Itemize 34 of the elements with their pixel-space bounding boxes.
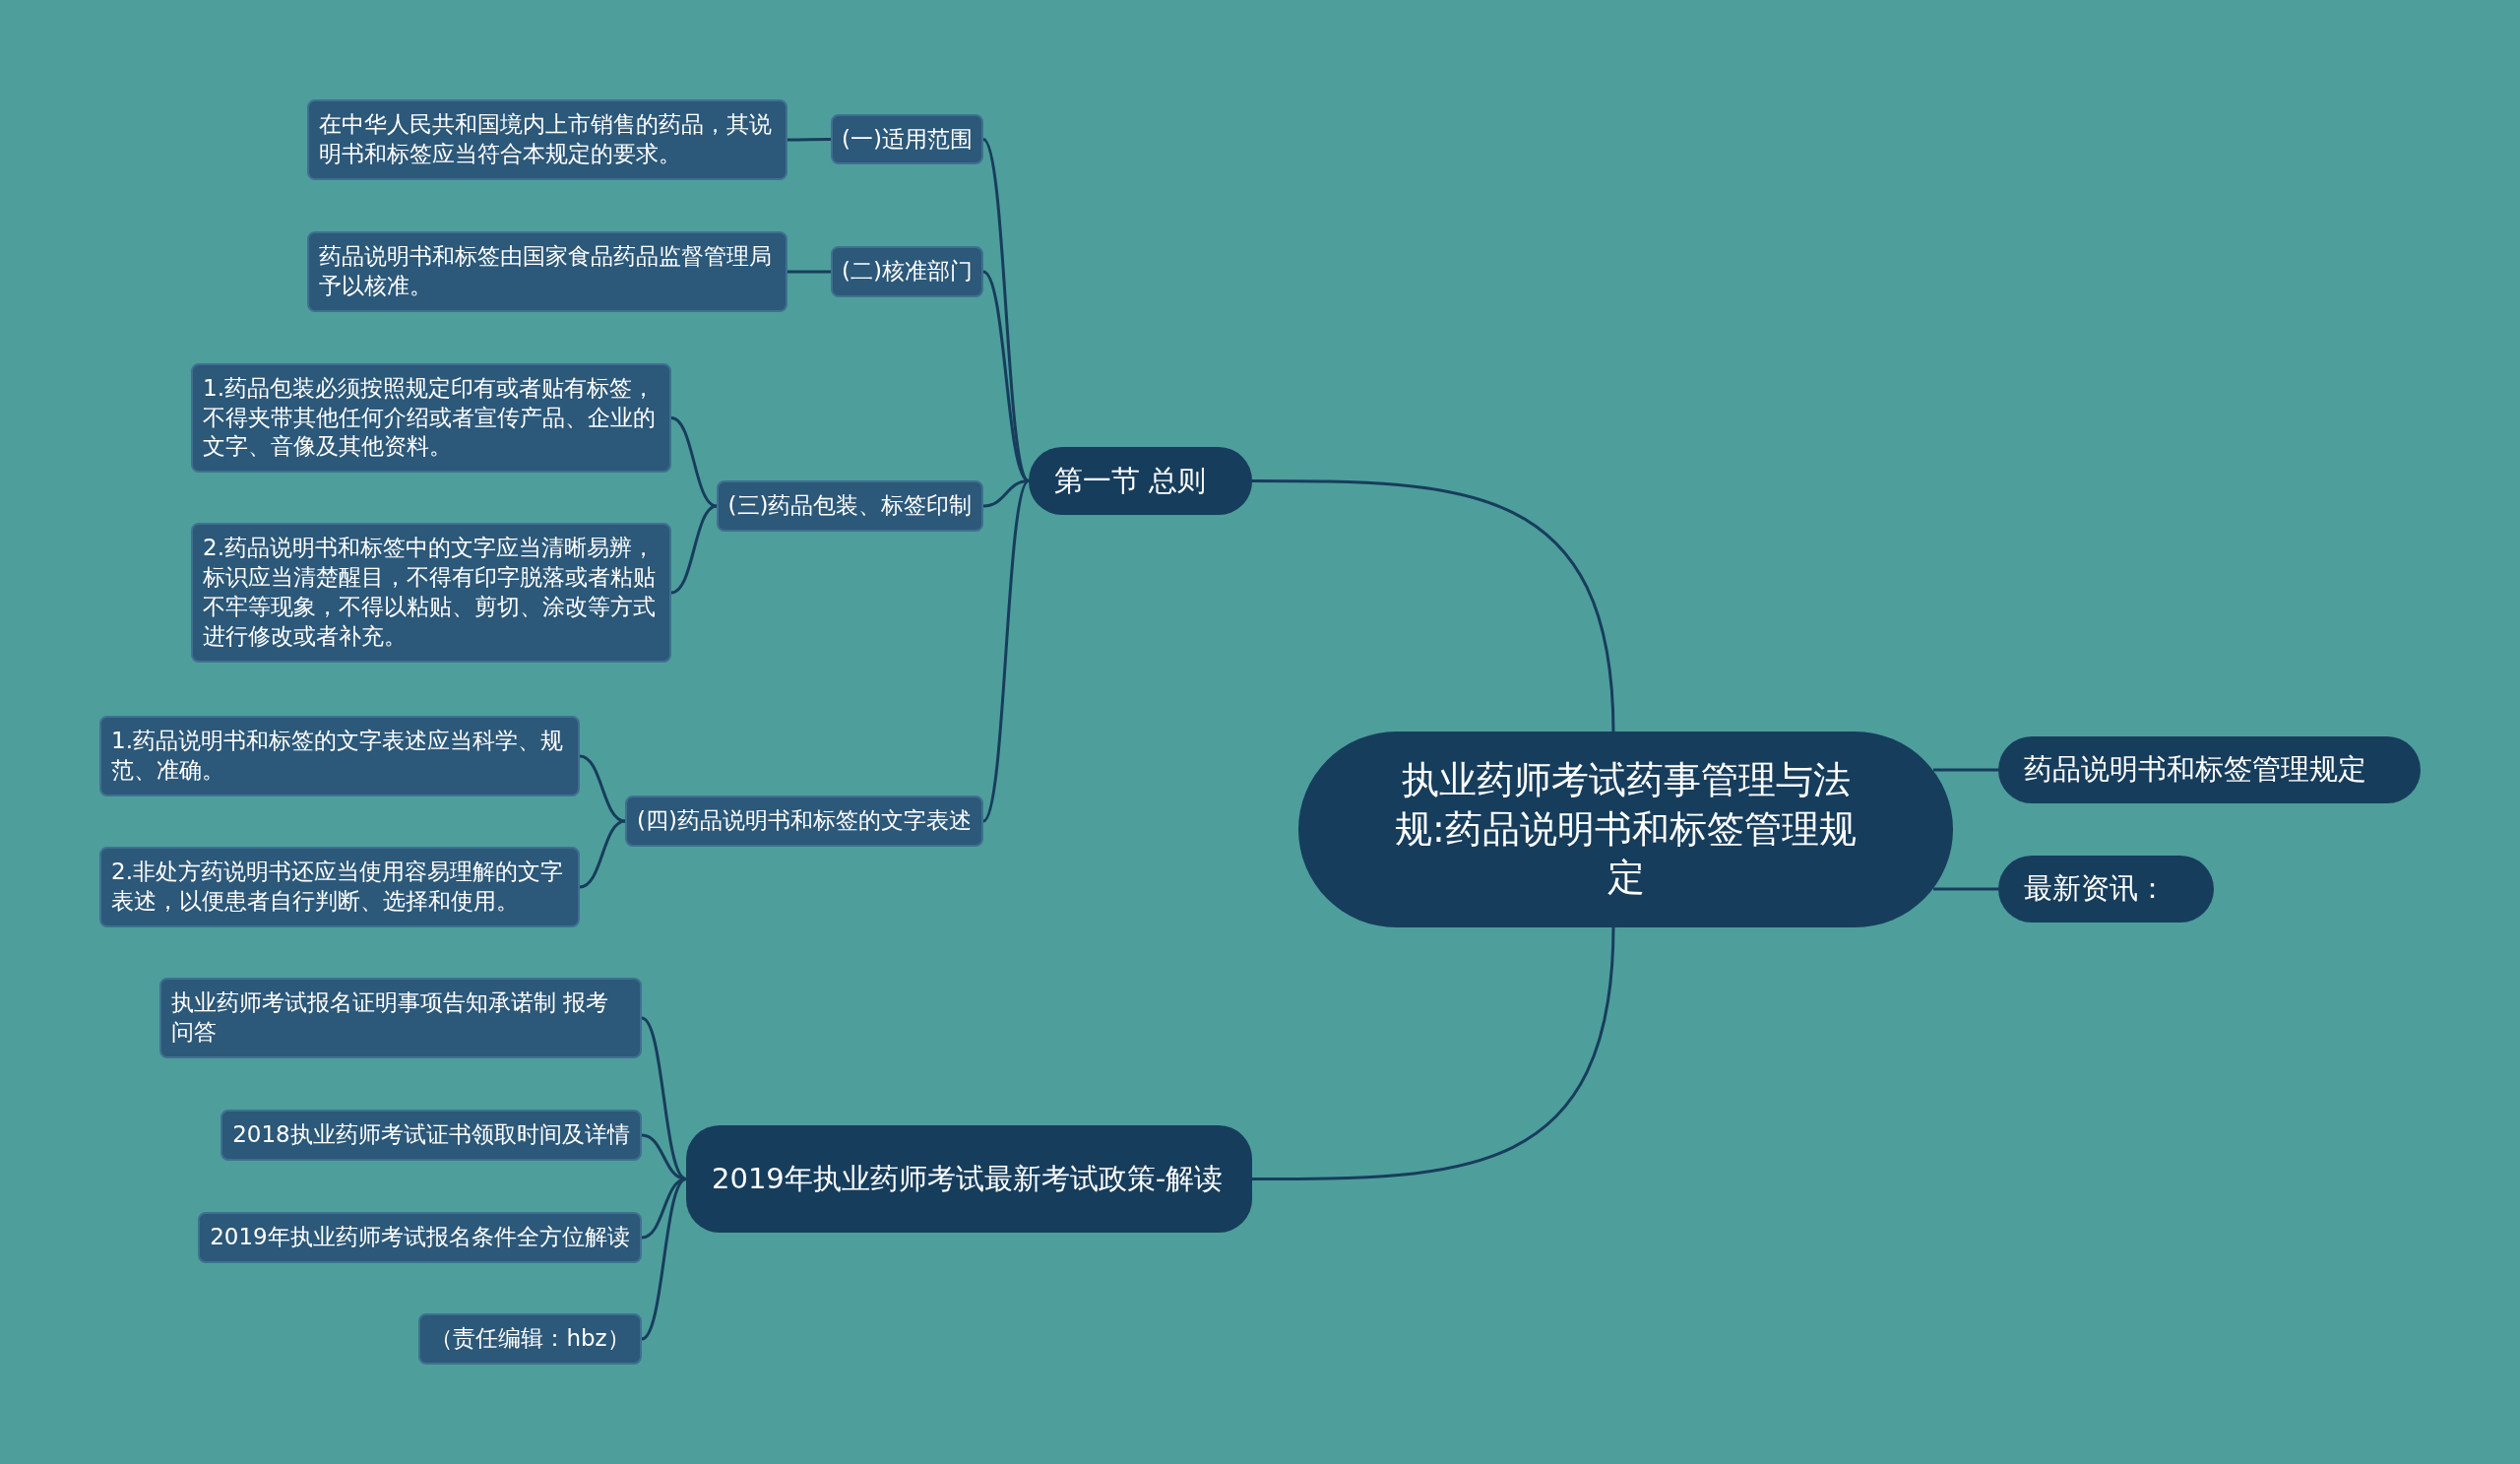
connector-line xyxy=(579,819,626,889)
connector-line xyxy=(1933,887,1998,891)
connector-line xyxy=(788,270,831,274)
subtopic-box: (三)药品包装、标签印制 xyxy=(717,480,983,532)
text-box: 2.药品说明书和标签中的文字应当清晰易辨，标识应当清楚醒目，不得有印字脱落或者粘贴不牢等现象，不得以粘贴、剪切、涂改等方式进行修改或者补充。 xyxy=(191,523,671,663)
text-box: 1.药品包装必须按照规定印有或者贴有标签，不得夹带其他任何介绍或者宣传产品、企业的文字、音像及其他资料。 xyxy=(191,363,671,473)
text-box: 执业药师考试报名证明事项告知承诺制 报考问答 xyxy=(159,978,642,1058)
text-box: 在中华人民共和国境内上市销售的药品，其说明书和标签应当符合本规定的要求。 xyxy=(307,99,788,180)
connector-line xyxy=(1252,479,1615,734)
central-topic: 执业药师考试药事管理与法规:药品说明书和标签管理规定 xyxy=(1298,732,1953,927)
text-box: 2019年执业药师考试报名条件全方位解读 xyxy=(198,1212,642,1263)
subtopic-box: (二)核准部门 xyxy=(831,246,983,297)
text-box: 2018执业药师考试证书领取时间及详情 xyxy=(220,1110,642,1161)
connector-line xyxy=(641,1178,687,1341)
connector-line xyxy=(670,504,718,595)
connector-line xyxy=(981,479,1031,822)
text-box: （责任编辑：hbz） xyxy=(418,1313,642,1365)
connector-line xyxy=(670,416,718,508)
topic-box: 药品说明书和标签管理规定 xyxy=(1998,736,2421,803)
subtopic-box: (四)药品说明书和标签的文字表述 xyxy=(625,796,983,847)
connector-line xyxy=(641,1016,687,1180)
text-box: 1.药品说明书和标签的文字表述应当科学、规范、准确。 xyxy=(99,716,580,796)
text-box: 药品说明书和标签由国家食品药品监督管理局予以核准。 xyxy=(307,231,788,312)
connector-line xyxy=(788,138,831,142)
connector-line xyxy=(641,1178,687,1240)
connector-line xyxy=(981,138,1031,482)
connector-line xyxy=(579,754,626,823)
text-box: 2.非处方药说明书还应当使用容易理解的文字表述，以便患者自行判断、选择和使用。 xyxy=(99,847,580,927)
topic-box: 第一节 总则 xyxy=(1029,447,1252,515)
topic-box: 2019年执业药师考试最新考试政策-解读 xyxy=(686,1125,1252,1233)
topic-box: 最新资讯： xyxy=(1998,856,2214,923)
subtopic-box: (一)适用范围 xyxy=(831,114,983,164)
connector-line xyxy=(1933,768,1998,772)
connector-line xyxy=(1252,924,1615,1180)
